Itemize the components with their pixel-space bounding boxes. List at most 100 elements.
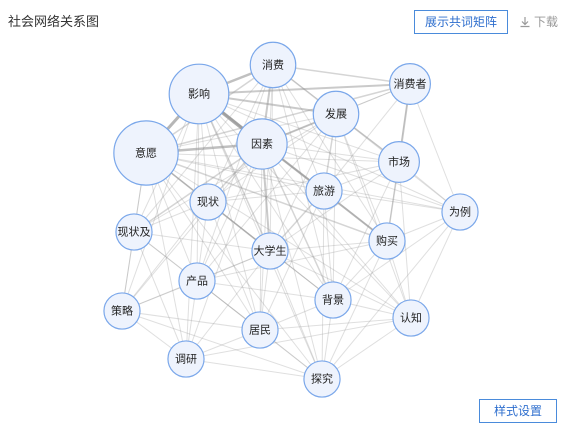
node-circle[interactable] [314, 281, 352, 319]
node-circle[interactable] [115, 213, 153, 251]
edge-fazhan-beijing [332, 113, 337, 301]
node-circle[interactable] [103, 292, 141, 330]
edge-yingxiang-goumai [198, 93, 388, 242]
edge-yiyuan-goumai [145, 152, 388, 242]
node-xianzhuangji[interactable]: 现状及 [115, 213, 153, 251]
edge-weili-tanjiu [321, 211, 461, 380]
download-button[interactable]: 下载 [519, 13, 558, 30]
page-title: 社会网络关系图 [8, 15, 100, 30]
node-diaoyan[interactable]: 调研 [167, 340, 205, 378]
node-fazhan[interactable]: 发展 [312, 90, 360, 138]
edge-lvyou-xianzhuang [207, 190, 325, 203]
edge-yinsu-beijing [261, 143, 334, 301]
node-renzhi[interactable]: 认知 [392, 299, 430, 337]
node-weili[interactable]: 为例 [441, 193, 479, 231]
edge-yiyuan-jumin [145, 152, 261, 331]
node-circle[interactable] [303, 360, 341, 398]
edge-yinsu-diaoyan [185, 143, 263, 360]
edge-xiaofei-chanpin [196, 64, 274, 282]
edge-fazhan-renzhi [335, 113, 412, 319]
node-circle[interactable] [189, 183, 227, 221]
node-circle[interactable] [378, 141, 421, 184]
node-circle[interactable] [368, 222, 406, 260]
edge-xianzhuang-celue [121, 201, 209, 312]
node-yingxiang[interactable]: 影响 [168, 63, 230, 125]
node-yinsu[interactable]: 因素 [236, 118, 288, 170]
node-xiaofeizhe[interactable]: 消费者 [389, 62, 432, 105]
edge-yinsu-tanjiu [261, 143, 323, 380]
edge-diaoyan-renzhi [185, 317, 412, 360]
edge-xianzhuangji-daxuesheng [133, 231, 271, 252]
edge-daxuesheng-tanjiu [269, 250, 323, 380]
download-label: 下载 [534, 15, 559, 29]
node-yiyuan[interactable]: 意愿 [113, 120, 179, 186]
node-circle[interactable] [312, 90, 360, 138]
edge-xiaofei-beijing [272, 64, 334, 301]
node-circle[interactable] [241, 311, 279, 349]
edge-daxuesheng-diaoyan [185, 250, 271, 360]
edge-lvyou-weili [323, 190, 461, 213]
node-celue[interactable]: 策略 [103, 292, 141, 330]
edge-yiyuan-weili [145, 152, 461, 213]
show-co-word-matrix-button[interactable]: 展示共词矩阵 [414, 10, 508, 34]
edge-shichang-beijing [332, 161, 400, 301]
node-circle[interactable] [249, 41, 297, 89]
edge-yingxiang-renzhi [198, 93, 412, 319]
edge-fazhan-xianzhuangji [133, 113, 337, 233]
node-lvyou[interactable]: 旅游 [305, 172, 343, 210]
node-shichang[interactable]: 市场 [378, 141, 421, 184]
edge-yiyuan-beijing [145, 152, 334, 301]
node-beijing[interactable]: 背景 [314, 281, 352, 319]
edge-xiaofei-jumin [259, 64, 274, 331]
edge-diaoyan-tanjiu [185, 358, 323, 380]
edge-yingxiang-shichang [198, 93, 400, 163]
edge-xiaofeizhe-lvyou [323, 83, 411, 192]
edge-yinsu-weili [261, 143, 461, 213]
edge-goumai-daxuesheng [269, 240, 388, 252]
edge-jumin-renzhi [259, 317, 412, 331]
node-tanjiu[interactable]: 探究 [303, 360, 341, 398]
edge-yiyuan-tanjiu [145, 152, 323, 380]
node-xianzhuang[interactable]: 现状 [189, 183, 227, 221]
edge-goumai-tanjiu [321, 240, 388, 380]
edge-yingxiang-diaoyan [185, 93, 200, 360]
edge-xianzhuangji-diaoyan [133, 231, 187, 360]
edge-yinsu-renzhi [261, 143, 412, 319]
edge-yiyuan-xiaofeizhe [145, 83, 411, 154]
node-circle[interactable] [178, 262, 216, 300]
node-chanpin[interactable]: 产品 [178, 262, 216, 300]
node-circle[interactable] [305, 172, 343, 210]
edge-goumai-chanpin [196, 240, 388, 282]
edge-xianzhuang-jumin [207, 201, 261, 331]
node-circle[interactable] [441, 193, 479, 231]
node-daxuesheng[interactable]: 大学生 [251, 232, 289, 270]
edge-yiyuan-diaoyan [145, 152, 187, 360]
node-circle[interactable] [167, 340, 205, 378]
node-circle[interactable] [251, 232, 289, 270]
node-circle[interactable] [236, 118, 288, 170]
edge-yingxiang-weili [198, 93, 461, 213]
node-circle[interactable] [392, 299, 430, 337]
edge-fazhan-daxuesheng [269, 113, 337, 252]
edge-yingxiang-jumin [198, 93, 261, 331]
edge-celue-tanjiu [121, 310, 323, 380]
edge-renzhi-weili [410, 211, 461, 319]
edge-yingxiang-beijing [198, 93, 334, 301]
node-jumin[interactable]: 居民 [241, 311, 279, 349]
download-icon [520, 16, 530, 27]
node-circle[interactable] [389, 62, 432, 105]
node-circle[interactable] [113, 120, 179, 186]
edge-fazhan-chanpin [196, 113, 337, 282]
edge-lvyou-jumin [259, 190, 325, 331]
node-goumai[interactable]: 购买 [368, 222, 406, 260]
node-circle[interactable] [168, 63, 230, 125]
edge-celue-jumin [121, 310, 261, 331]
edge-shichang-daxuesheng [269, 161, 400, 252]
edge-yingxiang-celue [121, 93, 200, 312]
node-xiaofei[interactable]: 消费 [249, 41, 297, 89]
edge-xiaofeizhe-yingxiang [198, 83, 411, 95]
edge-shichang-xianzhuang [207, 161, 400, 203]
style-settings-button[interactable]: 样式设置 [479, 399, 557, 423]
